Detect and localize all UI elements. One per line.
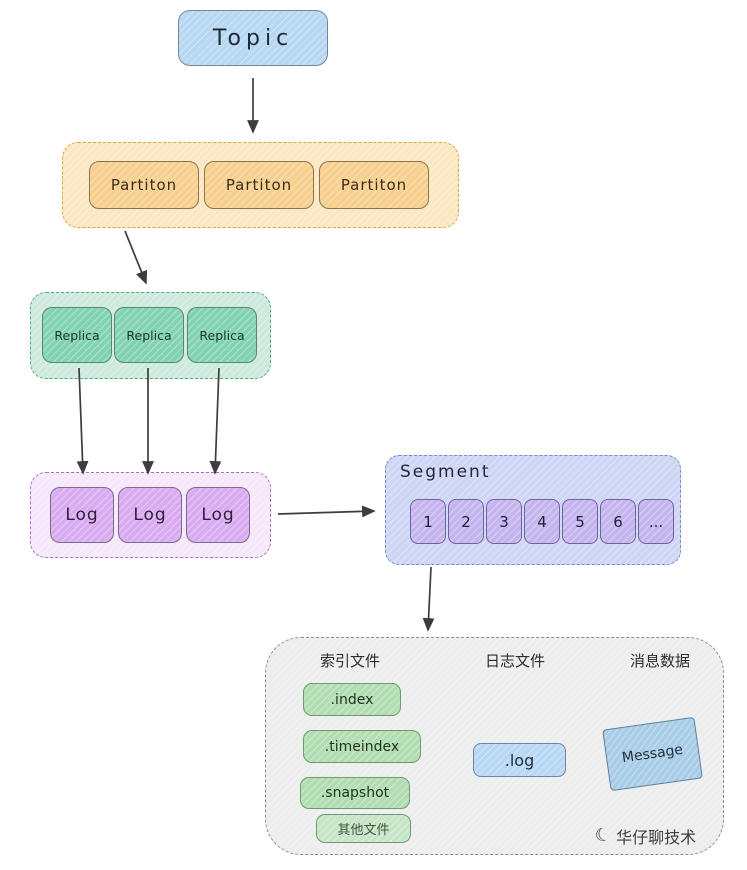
arrow-segment-to-files	[422, 566, 435, 632]
segment-node: 5	[562, 499, 598, 544]
log-node: Log	[186, 487, 250, 543]
topic-label: Topic	[212, 25, 294, 51]
index-file-node: .index	[303, 683, 401, 716]
log-node: Log	[50, 487, 114, 543]
index-file-label: .index	[330, 691, 374, 708]
segment-number: 4	[537, 512, 547, 531]
other-files-node: 其他文件	[316, 814, 411, 843]
log-label: Log	[133, 505, 167, 525]
message-note: Message	[602, 716, 703, 792]
log-file-node: .log	[473, 743, 566, 777]
snapshot-file-label: .snapshot	[320, 785, 390, 801]
segment-number: 1	[423, 512, 433, 531]
segment-node-ellipsis: ...	[638, 499, 674, 544]
replica-label: Replica	[199, 327, 245, 343]
segment-number: 2	[461, 512, 471, 531]
segment-node: 3	[486, 499, 522, 544]
snapshot-file-node: .snapshot	[300, 777, 410, 809]
log-file-header: 日志文件	[484, 652, 545, 670]
partition-label: Partiton	[225, 176, 293, 194]
log-node: Log	[118, 487, 182, 543]
partition-label: Partiton	[110, 176, 178, 194]
message-label: Message	[620, 741, 684, 767]
index-files-header: 索引文件	[319, 652, 380, 670]
replica-label: Replica	[126, 327, 172, 343]
log-label: Log	[65, 505, 99, 525]
arrow-partition-to-replica	[124, 230, 148, 285]
segment-node: 2	[448, 499, 484, 544]
arrow-log-to-segment	[277, 505, 376, 518]
message-data-header: 消息数据	[629, 652, 690, 670]
replica-node: Replica	[114, 307, 184, 363]
segment-number: 6	[613, 512, 623, 531]
replica-node: Replica	[187, 307, 257, 363]
partition-node: Partiton	[89, 161, 199, 209]
segment-number: 3	[499, 512, 509, 531]
segment-number: ...	[648, 512, 664, 531]
timeindex-file-node: .timeindex	[303, 730, 421, 763]
partition-label: Partiton	[340, 176, 408, 194]
partition-node: Partiton	[204, 161, 314, 209]
partition-node: Partiton	[319, 161, 429, 209]
segment-number: 5	[575, 512, 585, 531]
segment-node: 4	[524, 499, 560, 544]
topic-node: Topic	[178, 10, 328, 66]
replica-label: Replica	[54, 327, 100, 343]
segment-node: 1	[410, 499, 446, 544]
segment-label: Segment	[400, 462, 491, 482]
moon-icon: ☾	[592, 823, 614, 848]
timeindex-file-label: .timeindex	[324, 738, 400, 755]
watermark: ☾ 华仔聊技术	[592, 823, 697, 848]
segment-node: 6	[600, 499, 636, 544]
replica-node: Replica	[42, 307, 112, 363]
arrow-replica3-to-log	[209, 367, 222, 475]
other-files-label: 其他文件	[337, 823, 390, 838]
log-label: Log	[201, 505, 235, 525]
arrow-replica1-to-log	[76, 367, 89, 475]
watermark-text: 华仔聊技术	[616, 828, 697, 847]
log-file-label: .log	[504, 750, 535, 770]
